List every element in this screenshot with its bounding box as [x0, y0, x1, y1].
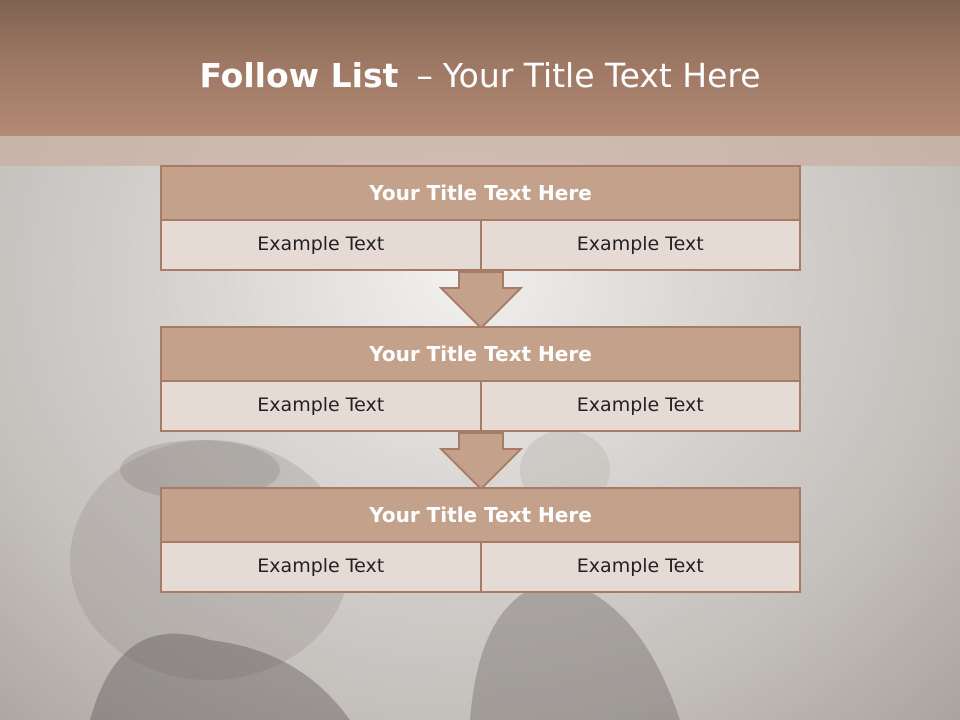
block-title: Your Title Text Here [160, 326, 801, 382]
page-title-rest: Your Title Text Here [442, 56, 761, 95]
block-cell-left: Example Text [160, 382, 482, 432]
block-cell-right: Example Text [479, 221, 801, 271]
list-block-1: Your Title Text Here Example Text Exampl… [160, 165, 801, 271]
block-title: Your Title Text Here [160, 165, 801, 221]
block-row: Example Text Example Text [160, 221, 801, 271]
title-bar-stripe [0, 136, 960, 166]
block-row: Example Text Example Text [160, 382, 801, 432]
page-title-bold: Follow List [199, 56, 399, 95]
title-bar [0, 0, 960, 136]
block-row: Example Text Example Text [160, 543, 801, 593]
list-block-2: Your Title Text Here Example Text Exampl… [160, 326, 801, 432]
block-cell-right: Example Text [479, 543, 801, 593]
block-title: Your Title Text Here [160, 487, 801, 543]
block-cell-left: Example Text [160, 221, 482, 271]
block-cell-left: Example Text [160, 543, 482, 593]
down-arrow-icon [439, 271, 523, 330]
page-title: Follow List–Your Title Text Here [0, 56, 960, 96]
page-title-dash: – [416, 56, 433, 95]
list-block-3: Your Title Text Here Example Text Exampl… [160, 487, 801, 593]
down-arrow-icon [439, 432, 523, 491]
block-cell-right: Example Text [479, 382, 801, 432]
